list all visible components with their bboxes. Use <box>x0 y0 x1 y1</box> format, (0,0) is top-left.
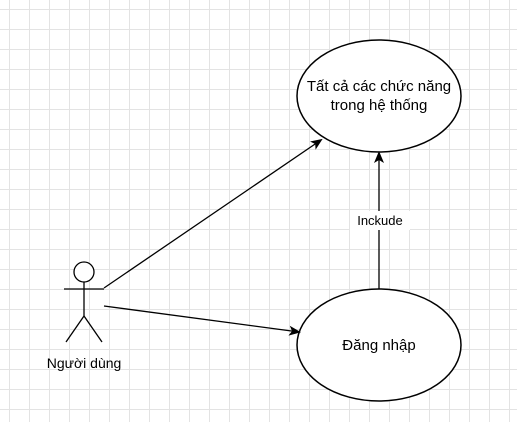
association-actor-to-all-functions[interactable] <box>103 138 323 289</box>
usecase-login-label: Đăng nhập <box>342 337 416 354</box>
actor-left-leg <box>65 315 85 343</box>
association-actor-to-login[interactable] <box>103 305 301 336</box>
usecase-all-functions-line2: trong hệ thống <box>330 97 428 114</box>
actor-label: Người dùng <box>46 355 122 371</box>
include-label: Inckude <box>350 211 410 230</box>
usecase-all-functions-label: Tất cả các chức năng trong hệ thống <box>289 77 469 115</box>
actor-head <box>73 261 95 283</box>
actor-right-leg <box>83 315 103 343</box>
actor-figure[interactable] <box>64 261 104 343</box>
usecase-all-functions-line1: Tất cả các chức năng <box>306 78 452 95</box>
